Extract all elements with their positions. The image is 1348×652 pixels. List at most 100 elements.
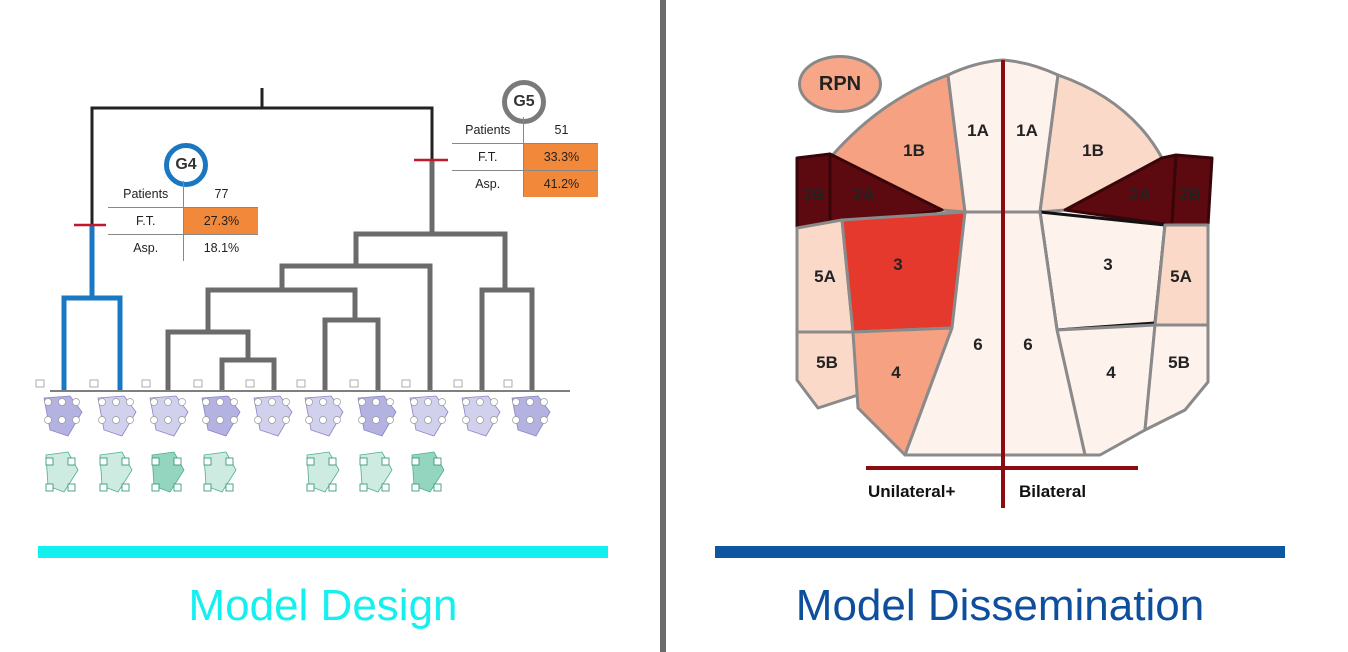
leaf-node <box>72 398 80 406</box>
leaf-network-purple <box>253 395 293 437</box>
leaf-marker <box>503 379 513 388</box>
leaf-network-purple <box>97 395 137 437</box>
region-label: 2B <box>1179 185 1201 204</box>
leaf-network-purple <box>304 395 344 437</box>
leaf-node <box>178 416 186 424</box>
g4-row-value: 77 <box>214 187 229 201</box>
leaf-patterns <box>35 379 551 493</box>
g5-row-label: F.T. <box>452 143 525 171</box>
g5-stats-table: Patients 51 F.T. 33.3% Asp. 41.2% <box>452 117 599 197</box>
leaf-node <box>410 398 418 406</box>
leaf-node <box>173 483 182 492</box>
leaf-node <box>126 416 134 424</box>
leaf-node <box>254 398 262 406</box>
leaf-node <box>386 416 394 424</box>
region-left-5B <box>795 330 860 410</box>
leaf-node <box>254 416 262 424</box>
region-label: 5A <box>1170 267 1192 286</box>
bilateral-label: Bilateral <box>1019 482 1087 501</box>
leaf-node <box>150 398 158 406</box>
leaf-node <box>372 398 380 406</box>
region-label: 6 <box>1023 335 1032 354</box>
region-right-5B <box>1143 323 1210 432</box>
leaf-node <box>433 457 442 466</box>
leaf-node <box>328 483 337 492</box>
region-label: 4 <box>1106 363 1116 382</box>
leaf-marker <box>35 379 45 388</box>
region-label: 1B <box>1082 141 1104 160</box>
g4-row-label: F.T. <box>108 207 185 235</box>
leaf-node <box>202 416 210 424</box>
region-label: 1A <box>967 121 989 140</box>
g4-row-label: Patients <box>108 181 185 208</box>
region-label: 5A <box>814 267 836 286</box>
leaf-marker <box>401 379 411 388</box>
leaf-node <box>433 483 442 492</box>
leaf-node <box>216 416 224 424</box>
leaf-node <box>305 398 313 406</box>
region-label: 1A <box>1016 121 1038 140</box>
leaf-network-purple <box>43 395 83 437</box>
leaf-node <box>333 398 341 406</box>
region-label: 4 <box>891 363 901 382</box>
leaf-node <box>216 398 224 406</box>
rpn-badge: RPN <box>798 55 882 113</box>
region-label: 6 <box>973 335 982 354</box>
leaf-node <box>225 483 234 492</box>
leaf-node <box>45 483 54 492</box>
leaf-node <box>424 416 432 424</box>
leaf-node <box>44 398 52 406</box>
leaf-node <box>268 398 276 406</box>
leaf-marker <box>296 379 306 388</box>
leaf-node <box>178 398 186 406</box>
leaf-node <box>44 416 52 424</box>
leaf-network-purple <box>149 395 189 437</box>
leaf-network-purple <box>461 395 501 437</box>
leaf-node <box>462 398 470 406</box>
leaf-node <box>328 457 337 466</box>
region-label: 3 <box>1103 255 1112 274</box>
region-label: 1B <box>903 141 925 160</box>
leaf-node <box>424 398 432 406</box>
region-label: 2A <box>1129 185 1151 204</box>
leaf-node <box>268 416 276 424</box>
leaf-node <box>490 398 498 406</box>
leaf-network-purple <box>511 395 551 437</box>
leaf-marker <box>349 379 359 388</box>
leaf-marker <box>193 379 203 388</box>
leaf-node <box>126 398 134 406</box>
leaf-node <box>359 483 368 492</box>
g5-row-label: Asp. <box>452 170 525 197</box>
g4-row-value: 18.1% <box>203 241 240 255</box>
leaf-node <box>306 457 315 466</box>
leaf-node <box>164 416 172 424</box>
leaf-node <box>58 416 66 424</box>
region-left-6 <box>903 210 1005 457</box>
lymph-node-map: 1A 1B 2A 2B 3 5A 5B 4 6 1A 1B 2A 2B 3 5A… <box>795 58 1214 508</box>
g4-stats-table: Patients 77 F.T. 27.3% Asp. 18.1% <box>108 181 259 261</box>
g5-row-value: 33.3% <box>523 143 599 171</box>
g4-row-label: Asp. <box>108 234 185 261</box>
leaf-node <box>121 483 130 492</box>
model-design-caption: Model Design <box>188 581 458 630</box>
leaf-node <box>202 398 210 406</box>
leaf-network-purple <box>409 395 449 437</box>
region-label: 3 <box>893 255 902 274</box>
g5-row-value: 41.2% <box>523 170 599 197</box>
leaf-node <box>151 483 160 492</box>
leaf-node <box>462 416 470 424</box>
leaf-node <box>359 457 368 466</box>
leaf-node <box>438 416 446 424</box>
leaf-node <box>203 483 212 492</box>
leaf-node <box>282 398 290 406</box>
leaf-node <box>282 416 290 424</box>
leaf-node <box>203 457 212 466</box>
leaf-node <box>150 416 158 424</box>
leaf-marker <box>453 379 463 388</box>
leaf-node <box>121 457 130 466</box>
leaf-node <box>306 483 315 492</box>
leaf-node <box>173 457 182 466</box>
leaf-network-purple <box>201 395 241 437</box>
leaf-node <box>319 398 327 406</box>
model-design-bar <box>38 546 608 558</box>
